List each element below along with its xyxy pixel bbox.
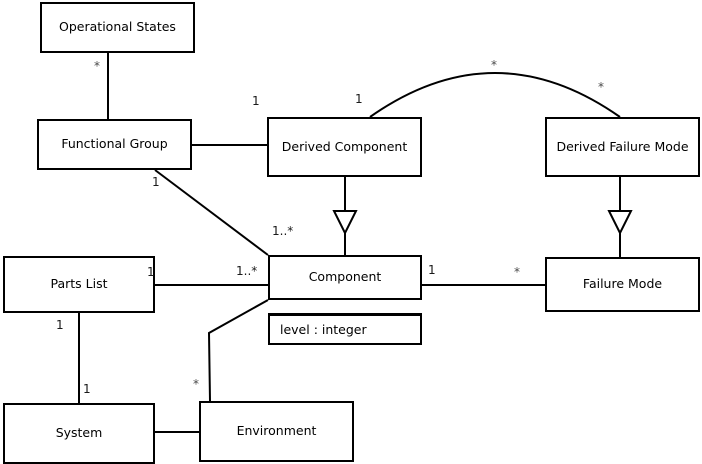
edge-e-dc-comp[interactable] [332,177,358,255]
edge-e-fg-comp[interactable] [154,169,269,256]
multiplicity-label: 1 [428,263,436,277]
multiplicity-label: 1..* [236,264,258,278]
edge-e-env-comp[interactable] [207,299,269,402]
class-box-failure-mode[interactable]: Failure Mode [545,257,700,312]
generalization-arrowhead [332,210,358,236]
class-box-component[interactable]: Component [268,255,422,300]
multiplicity-label: 1 [56,318,64,332]
class-name: Derived Failure Mode [556,138,689,154]
class-name: Derived Component [281,138,408,154]
multiplicity-label: * [514,265,520,279]
class-attribute-compartment: level : integer [268,313,422,345]
generalization-arrowhead [607,210,633,236]
class-name: Parts List [50,276,108,292]
multiplicity-label: 1 [152,175,160,189]
multiplicity-label: * [193,377,199,391]
class-name: Functional Group [61,136,168,152]
edge-e-arc[interactable] [369,72,621,118]
class-box-derived-component[interactable]: Derived Component [267,117,422,177]
class-box-operational-states[interactable]: Operational States [40,2,195,53]
multiplicity-label: * [94,59,100,73]
class-name: Environment [236,423,317,439]
multiplicity-label: 1 [83,382,91,396]
edge-e-dfm-fm[interactable] [607,177,633,257]
class-name: Failure Mode [582,276,663,292]
multiplicity-label: * [491,58,497,72]
class-name: Component [308,269,382,285]
multiplicity-label: 1 [252,94,260,108]
multiplicity-label: 1 [147,265,155,279]
multiplicity-label: 1 [355,92,363,106]
class-box-derived-failure-mode[interactable]: Derived Failure Mode [545,117,700,177]
multiplicity-label: 1..* [272,224,294,238]
class-name: System [55,425,103,441]
multiplicity-label: * [598,80,604,94]
class-box-parts-list[interactable]: Parts List [3,256,155,313]
class-box-system[interactable]: System [3,403,155,464]
class-box-functional-group[interactable]: Functional Group [37,119,192,170]
class-name: Operational States [59,19,176,35]
class-box-environment[interactable]: Environment [199,401,354,462]
